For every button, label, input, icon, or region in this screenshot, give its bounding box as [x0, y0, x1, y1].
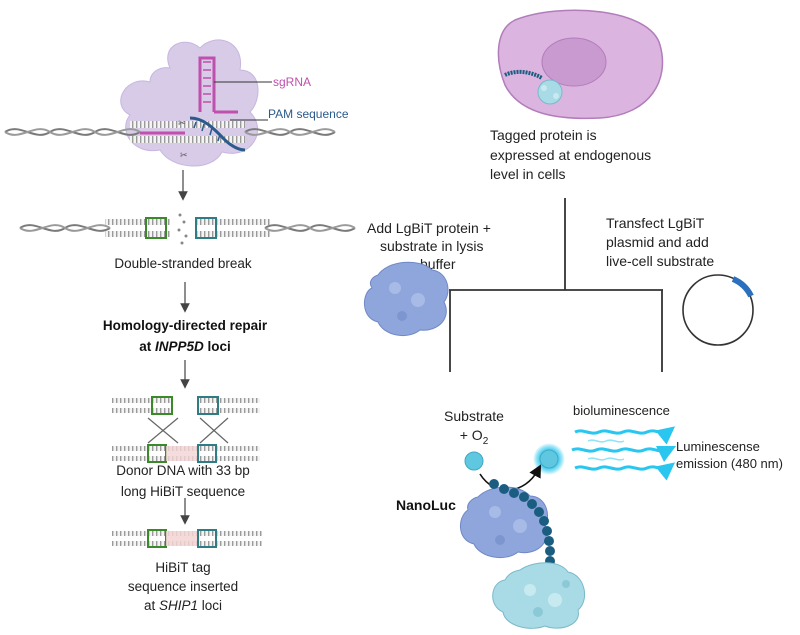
transfect-label-line3: live-cell substrate — [606, 253, 714, 269]
cas9-complex-icon — [120, 39, 259, 167]
substrate-molecule-icon — [464, 451, 484, 471]
substrate-label-line1: Substrate — [444, 408, 504, 424]
emission-label-line1: Luminescense — [676, 439, 760, 454]
bioluminescence-label: bioluminescence — [573, 403, 670, 418]
substrate-label-line2: + O2 — [460, 427, 489, 447]
tagged-label-line3: level in cells — [490, 166, 565, 182]
lysis-label-line2: substrate in lysis — [380, 238, 483, 254]
inserted-label-line3: at SHIP1 loci — [144, 598, 222, 613]
dna-helix-top-icon: ✂ ✂ — [4, 56, 336, 160]
svg-text:✂: ✂ — [178, 118, 186, 128]
cell-icon — [497, 9, 664, 120]
transfect-label-line2: plasmid and add — [606, 234, 709, 250]
emission-label-line2: emission (480 nm) — [676, 456, 783, 471]
sgrna-label: sgRNA — [273, 75, 311, 89]
inserted-label-line1: HiBiT tag — [155, 560, 210, 575]
donor-label-line1: Donor DNA with 33 bp — [116, 463, 250, 478]
svg-text:✂: ✂ — [180, 150, 188, 160]
branch-connector — [449, 198, 663, 372]
nanoluc-label: NanoLuc — [396, 497, 456, 513]
tagged-label-line1: Tagged protein is — [490, 127, 597, 143]
inserted-dna-icon — [112, 529, 262, 548]
tagged-label-line2: expressed at endogenous — [490, 147, 651, 163]
inserted-label-line2: sequence inserted — [128, 579, 238, 594]
donor-label-line2: long HiBiT sequence — [121, 484, 245, 499]
nanoluc-complex-icon — [460, 479, 586, 629]
light-emission-icon — [571, 426, 677, 481]
hdr-title-line2: at INPP5D loci — [139, 339, 231, 354]
product-molecule-icon — [539, 449, 559, 469]
plasmid-icon — [682, 274, 754, 346]
pam-label: PAM sequence — [268, 107, 349, 121]
lgbit-protein-icon — [364, 261, 449, 337]
donor-recombination-icon — [112, 396, 260, 463]
lysis-label-line1: Add LgBiT protein + — [367, 220, 491, 236]
double-strand-break-label: Double-stranded break — [114, 256, 252, 271]
dna-break-icon — [19, 213, 356, 245]
hdr-title-line1: Homology-directed repair — [103, 318, 268, 333]
transfect-label-line1: Transfect LgBiT — [606, 215, 705, 231]
